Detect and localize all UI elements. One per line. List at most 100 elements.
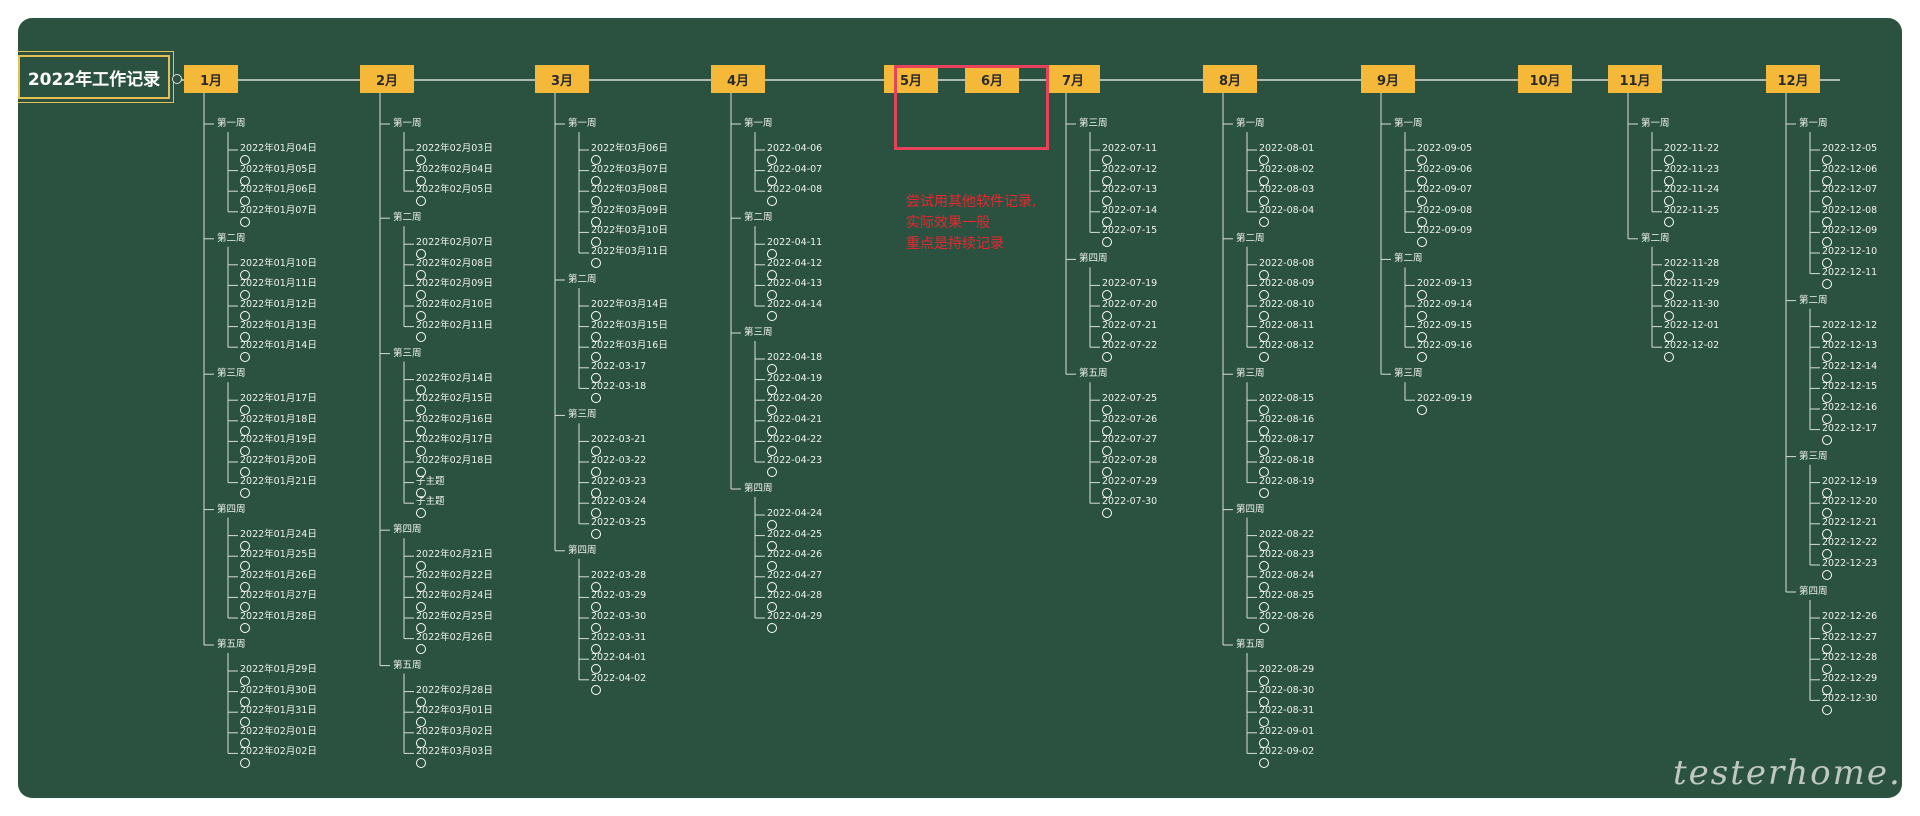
day-node[interactable]: 2022-12-09 bbox=[1822, 225, 1878, 237]
week-node[interactable]: 第三周 bbox=[1079, 118, 1108, 129]
week-node[interactable]: 第四周 bbox=[1236, 503, 1265, 515]
day-node[interactable]: 2022-12-16 bbox=[1822, 402, 1878, 413]
day-node[interactable]: 子主题 bbox=[416, 475, 445, 487]
day-node[interactable]: 2022-07-13 bbox=[1102, 184, 1158, 196]
week-node[interactable]: 第一周 bbox=[1236, 118, 1265, 129]
day-node[interactable]: 2022-11-29 bbox=[1664, 278, 1720, 290]
day-node[interactable]: 2022年01月31日 bbox=[240, 705, 317, 717]
day-node[interactable]: 2022-12-23 bbox=[1822, 558, 1878, 569]
day-node[interactable]: 2022年03月11日 bbox=[591, 246, 668, 257]
day-node[interactable]: 2022-07-14 bbox=[1102, 204, 1158, 216]
day-node[interactable]: 2022年02月07日 bbox=[416, 237, 493, 249]
day-node[interactable]: 2022年03月03日 bbox=[416, 746, 493, 758]
day-node[interactable]: 2022-08-04 bbox=[1259, 204, 1315, 216]
day-node[interactable]: 2022-11-23 bbox=[1664, 163, 1720, 175]
day-node[interactable]: 子主题 bbox=[416, 496, 445, 508]
day-node[interactable]: 2022-12-17 bbox=[1822, 422, 1878, 434]
day-node[interactable]: 2022年02月05日 bbox=[416, 184, 493, 196]
day-node[interactable]: 2022-09-14 bbox=[1417, 299, 1473, 310]
day-node[interactable]: 2022-12-15 bbox=[1822, 381, 1878, 393]
day-node[interactable]: 2022年02月22日 bbox=[416, 569, 493, 581]
day-node[interactable]: 2022-12-26 bbox=[1822, 611, 1878, 622]
day-node[interactable]: 2022-08-12 bbox=[1259, 340, 1315, 352]
day-node[interactable]: 2022-03-29 bbox=[591, 590, 647, 602]
day-node[interactable]: 2022-11-30 bbox=[1664, 299, 1720, 310]
week-node[interactable]: 第四周 bbox=[1079, 253, 1108, 265]
day-node[interactable]: 2022-04-06 bbox=[767, 143, 823, 154]
day-node[interactable]: 2022-04-01 bbox=[591, 652, 647, 664]
day-node[interactable]: 2022年01月19日 bbox=[240, 434, 317, 446]
week-node[interactable]: 第四周 bbox=[1799, 586, 1828, 597]
day-node[interactable]: 2022-08-03 bbox=[1259, 184, 1315, 196]
day-node[interactable]: 2022-09-09 bbox=[1417, 225, 1473, 237]
day-node[interactable]: 2022-07-26 bbox=[1102, 413, 1158, 425]
day-node[interactable]: 2022年01月24日 bbox=[240, 528, 317, 540]
day-node[interactable]: 2022-04-21 bbox=[767, 413, 823, 425]
day-node[interactable]: 2022-08-24 bbox=[1259, 569, 1315, 581]
day-node[interactable]: 2022年03月14日 bbox=[591, 299, 668, 310]
day-node[interactable]: 2022-12-20 bbox=[1822, 496, 1878, 508]
day-node[interactable]: 2022-11-22 bbox=[1664, 143, 1720, 154]
day-node[interactable]: 2022-08-18 bbox=[1259, 455, 1315, 466]
month-node[interactable]: 6月 bbox=[965, 65, 1019, 93]
day-node[interactable]: 2022年01月20日 bbox=[240, 455, 317, 466]
day-node[interactable]: 2022-03-17 bbox=[591, 360, 647, 372]
week-node[interactable]: 第五周 bbox=[1236, 639, 1265, 650]
day-node[interactable]: 2022-08-22 bbox=[1259, 528, 1315, 540]
day-node[interactable]: 2022年02月26日 bbox=[416, 631, 493, 643]
day-node[interactable]: 2022年01月28日 bbox=[240, 611, 317, 622]
day-node[interactable]: 2022-09-08 bbox=[1417, 204, 1473, 216]
day-node[interactable]: 2022-04-29 bbox=[767, 611, 823, 622]
day-node[interactable]: 2022-04-27 bbox=[767, 569, 823, 581]
day-node[interactable]: 2022-08-30 bbox=[1259, 684, 1315, 696]
week-node[interactable]: 第一周 bbox=[568, 118, 597, 129]
day-node[interactable]: 2022-12-14 bbox=[1822, 360, 1878, 372]
week-node[interactable]: 第二周 bbox=[1641, 232, 1670, 244]
month-node[interactable]: 3月 bbox=[535, 65, 589, 93]
collapse-toggle-icon[interactable] bbox=[172, 74, 182, 84]
day-node[interactable]: 2022-04-23 bbox=[767, 455, 823, 466]
day-node[interactable]: 2022-03-25 bbox=[591, 516, 647, 528]
day-node[interactable]: 2022年03月10日 bbox=[591, 225, 668, 237]
day-node[interactable]: 2022-12-07 bbox=[1822, 184, 1878, 196]
day-node[interactable]: 2022-07-25 bbox=[1102, 393, 1158, 405]
day-node[interactable]: 2022年01月18日 bbox=[240, 413, 317, 425]
day-node[interactable]: 2022-12-11 bbox=[1822, 266, 1878, 278]
day-node[interactable]: 2022-07-19 bbox=[1102, 278, 1158, 290]
day-node[interactable]: 2022-04-22 bbox=[767, 434, 823, 446]
week-node[interactable]: 第四周 bbox=[393, 524, 422, 536]
week-node[interactable]: 第二周 bbox=[744, 212, 773, 224]
day-node[interactable]: 2022-07-30 bbox=[1102, 496, 1158, 508]
day-node[interactable]: 2022年02月15日 bbox=[416, 393, 493, 405]
day-node[interactable]: 2022-12-22 bbox=[1822, 537, 1878, 549]
day-node[interactable]: 2022-03-23 bbox=[591, 475, 647, 487]
day-node[interactable]: 2022-03-18 bbox=[591, 381, 647, 393]
day-node[interactable]: 2022年01月05日 bbox=[240, 163, 317, 175]
day-node[interactable]: 2022-08-19 bbox=[1259, 475, 1315, 487]
day-node[interactable]: 2022-03-28 bbox=[591, 569, 647, 581]
day-node[interactable]: 2022-03-30 bbox=[591, 611, 647, 622]
day-node[interactable]: 2022-07-21 bbox=[1102, 319, 1158, 331]
day-node[interactable]: 2022-12-21 bbox=[1822, 516, 1878, 528]
week-node[interactable]: 第五周 bbox=[393, 659, 422, 671]
day-node[interactable]: 2022-09-05 bbox=[1417, 143, 1473, 154]
month-node[interactable]: 10月 bbox=[1518, 65, 1572, 93]
month-node[interactable]: 4月 bbox=[711, 65, 765, 93]
week-node[interactable]: 第三周 bbox=[217, 368, 246, 380]
day-node[interactable]: 2022年01月25日 bbox=[240, 549, 317, 561]
day-node[interactable]: 2022年01月17日 bbox=[240, 393, 317, 405]
day-node[interactable]: 2022-03-31 bbox=[591, 631, 647, 643]
week-node[interactable]: 第二周 bbox=[217, 232, 246, 244]
day-node[interactable]: 2022-12-12 bbox=[1822, 319, 1878, 331]
month-node[interactable]: 8月 bbox=[1203, 65, 1257, 93]
week-node[interactable]: 第五周 bbox=[217, 639, 246, 650]
day-node[interactable]: 2022-04-18 bbox=[767, 352, 823, 363]
day-node[interactable]: 2022-07-22 bbox=[1102, 340, 1158, 352]
week-node[interactable]: 第三周 bbox=[1799, 450, 1828, 462]
day-node[interactable]: 2022-12-30 bbox=[1822, 693, 1878, 705]
day-node[interactable]: 2022-08-16 bbox=[1259, 413, 1315, 425]
day-node[interactable]: 2022-07-29 bbox=[1102, 475, 1158, 487]
day-node[interactable]: 2022年03月08日 bbox=[591, 184, 668, 196]
month-node[interactable]: 9月 bbox=[1361, 65, 1415, 93]
week-node[interactable]: 第二周 bbox=[1799, 294, 1828, 306]
